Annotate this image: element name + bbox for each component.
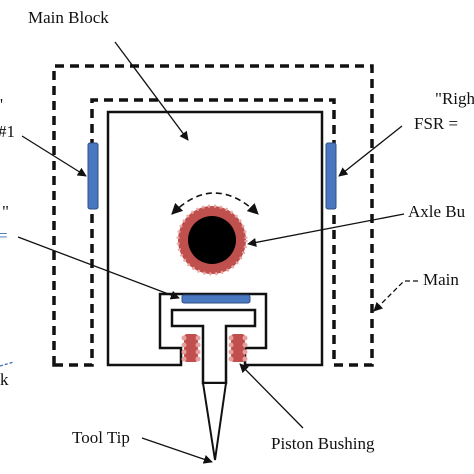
- leader-main-housing: [373, 280, 418, 312]
- label-left-mid-quote: ": [2, 202, 9, 221]
- axle: [188, 216, 236, 264]
- label-left-fsr-line1: ': [0, 95, 4, 114]
- rotation-arrow: [171, 192, 259, 215]
- label-piston-bushing: Piston Bushing: [271, 434, 375, 453]
- piston-bushing-left: [181, 334, 201, 362]
- leader-axle-bushing: [247, 213, 405, 247]
- leader-top-fsr: [17, 236, 180, 300]
- label-left-mid-blue: =: [0, 226, 8, 245]
- label-tool-tip: Tool Tip: [72, 428, 130, 447]
- label-axle-bushing: Axle Bu: [408, 202, 466, 221]
- label-right-fsr-line2: FSR =: [414, 114, 459, 133]
- leader-left-fsr: [21, 135, 87, 177]
- label-left-arrow-glyph: k: [0, 370, 9, 389]
- left-dashed-pointer: [0, 361, 15, 367]
- leader-main-block: [114, 41, 189, 141]
- leader-piston-bushing: [239, 363, 304, 429]
- leader-tool-tip: [141, 437, 213, 464]
- label-main-block: Main Block: [28, 8, 109, 27]
- tool-tip: [201, 382, 228, 461]
- right-fsr-sensor: [325, 142, 337, 210]
- axle-bushing-texture: [176, 204, 248, 276]
- label-left-fsr-line2: #1: [0, 122, 15, 141]
- outer-dashed-housing: [52, 64, 374, 367]
- piston-bushing-right: [228, 334, 248, 362]
- top-fsr-sensor: [181, 294, 251, 304]
- label-main-housing: Main: [423, 270, 459, 289]
- label-right-fsr-line1: "Righ: [435, 89, 474, 108]
- leader-right-fsr: [338, 125, 403, 177]
- left-fsr-sensor: [87, 142, 99, 210]
